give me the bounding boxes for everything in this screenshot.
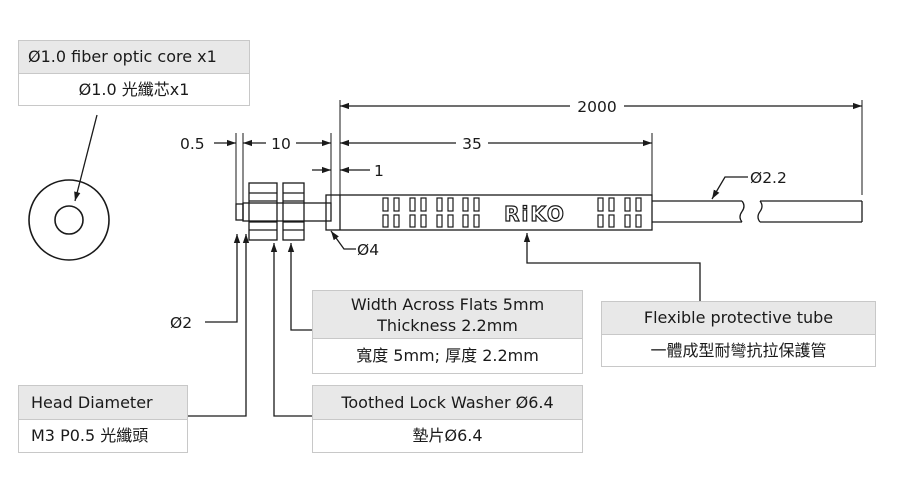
core-callout-zh: Ø1.0 光纖芯x1	[78, 80, 190, 99]
flats-leader	[287, 243, 313, 331]
flats-callout-en: Width Across Flats 5mm Thickness 2.2mm	[313, 291, 582, 339]
washer-leader	[270, 243, 313, 417]
protective-tube	[652, 200, 863, 223]
head-callout-zh: M3 P0.5 光纖頭	[31, 426, 149, 445]
dim-step: 1	[374, 162, 384, 180]
dim-sleeve-length: 35	[462, 135, 482, 153]
dim-tube-diameter: Ø2.2	[750, 169, 787, 187]
dim-tip-length: 0.5	[180, 135, 205, 153]
tip-dia-leader	[205, 234, 241, 323]
head-callout: Head Diameter M3 P0.5 光纖頭	[18, 385, 188, 453]
core-leader	[74, 114, 98, 202]
washer-callout-zh: 墊片Ø6.4	[412, 426, 483, 445]
washer-callout-en: Toothed Lock Washer Ø6.4	[313, 386, 582, 420]
washer-callout: Toothed Lock Washer Ø6.4 墊片Ø6.4	[312, 385, 583, 453]
fiber-head	[235, 182, 332, 241]
tube-callout-en: Flexible protective tube	[602, 302, 875, 335]
head-callout-en: Head Diameter	[19, 386, 187, 420]
sleeve	[325, 194, 653, 231]
dim-tip-diameter: Ø2	[170, 314, 192, 332]
sleeve-grip-slots	[382, 197, 642, 228]
core-callout: Ø1.0 fiber optic core x1 Ø1.0 光纖芯x1	[18, 40, 250, 106]
flats-callout-line1: Width Across Flats 5mm	[350, 295, 545, 314]
tube-dia-leader	[711, 176, 748, 200]
tube-callout-zh: 一體成型耐彎抗拉保護管	[650, 341, 827, 360]
flats-callout-line2: Thickness 2.2mm	[377, 316, 518, 335]
fiber-end-view	[28, 179, 110, 261]
dim-head-length: 10	[271, 135, 291, 153]
brand-logo: RiKO	[504, 202, 566, 226]
dim-total-length: 2000	[577, 98, 616, 116]
core-callout-en: Ø1.0 fiber optic core x1	[19, 41, 249, 74]
tube-label-leader	[523, 233, 701, 301]
flats-callout: Width Across Flats 5mm Thickness 2.2mm 寬…	[312, 290, 583, 374]
flats-callout-zh: 寬度 5mm; 厚度 2.2mm	[356, 346, 539, 365]
dim-sleeve-diameter: Ø4	[357, 241, 379, 259]
head-leader	[187, 234, 250, 417]
tube-callout: Flexible protective tube 一體成型耐彎抗拉保護管	[601, 301, 876, 367]
sleeve-dia-leader	[330, 230, 356, 250]
extension-lines	[235, 100, 863, 204]
